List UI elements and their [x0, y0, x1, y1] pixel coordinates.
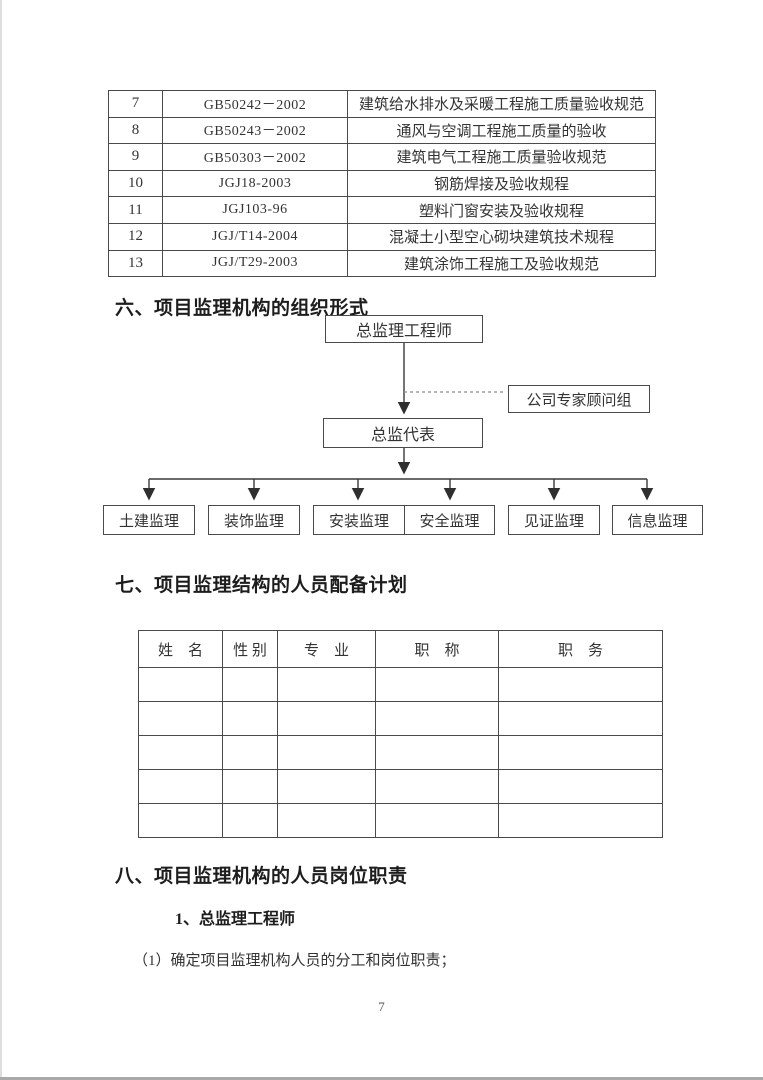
row-number: 10 — [108, 169, 163, 198]
standard-name: 建筑电气工程施工质量验收规范 — [347, 143, 656, 171]
table-row — [138, 667, 663, 702]
empty-cell — [277, 667, 376, 702]
standard-code: JGJ18-2003 — [162, 169, 348, 198]
empty-cell — [375, 769, 499, 804]
standard-name: 塑料门窗安装及验收规程 — [347, 196, 656, 224]
table-row: 7 GB50242－2002 建筑给水排水及采暖工程施工质量验收规范 — [108, 90, 656, 118]
row-number: 11 — [108, 196, 163, 224]
subsection-heading-chief: 1、总监理工程师 — [175, 911, 296, 928]
row-number: 8 — [108, 116, 163, 145]
empty-cell — [138, 667, 223, 702]
section-heading-seven: 七、项目监理结构的人员配备计划 — [115, 575, 408, 596]
col-header-position: 职 务 — [498, 630, 663, 668]
col-header-title: 职 称 — [375, 630, 499, 668]
standard-name: 建筑给水排水及采暖工程施工质量验收规范 — [347, 90, 656, 118]
row-number: 7 — [108, 90, 163, 118]
empty-cell — [375, 667, 499, 702]
org-node-chief-engineer: 总监理工程师 — [325, 315, 483, 343]
empty-cell — [138, 803, 223, 838]
table-row: 12 JGJ/T14-2004 混凝土小型空心砌块建筑技术规程 — [108, 222, 656, 251]
standard-name: 通风与空调工程施工质量的验收 — [347, 116, 656, 145]
empty-cell — [277, 735, 376, 770]
empty-cell — [222, 735, 278, 770]
empty-cell — [138, 701, 223, 736]
staffing-table: 姓 名 性 别 专 业 职 称 职 务 — [138, 630, 663, 838]
row-number: 9 — [108, 143, 163, 171]
standard-code: JGJ103-96 — [162, 196, 348, 224]
table-row: 11 JGJ103-96 塑料门窗安装及验收规程 — [108, 196, 656, 224]
standard-code: JGJ/T14-2004 — [162, 222, 348, 251]
empty-cell — [138, 735, 223, 770]
empty-cell — [498, 735, 663, 770]
duty-item-1: （1）确定项目监理机构人员的分工和岗位职责； — [133, 953, 456, 969]
row-number: 13 — [108, 249, 163, 278]
empty-cell — [498, 667, 663, 702]
empty-cell — [375, 803, 499, 838]
empty-cell — [277, 803, 376, 838]
scan-edge-bottom — [0, 1077, 763, 1080]
org-chart-connectors — [142, 343, 654, 501]
org-node-deputy: 总监代表 — [323, 418, 483, 448]
page-number: 7 — [378, 999, 385, 1014]
table-row: 10 JGJ18-2003 钢筋焊接及验收规程 — [108, 169, 656, 198]
empty-cell — [222, 769, 278, 804]
org-node-dept-safety: 安全监理 — [404, 505, 495, 535]
empty-cell — [277, 701, 376, 736]
standard-code: GB50303－2002 — [162, 143, 348, 171]
table-row: 9 GB50303－2002 建筑电气工程施工质量验收规范 — [108, 143, 656, 171]
org-node-dept-installation: 安装监理 — [313, 505, 405, 535]
org-node-dept-decoration: 装饰监理 — [208, 505, 300, 535]
table-row — [138, 769, 663, 804]
empty-cell — [375, 735, 499, 770]
org-node-dept-civil: 土建监理 — [103, 505, 195, 535]
standard-code: GB50243－2002 — [162, 116, 348, 145]
standard-name: 建筑涂饰工程施工及验收规范 — [347, 249, 656, 278]
org-node-expert-advisors: 公司专家顾问组 — [508, 385, 650, 413]
empty-cell — [222, 667, 278, 702]
section-heading-six: 六、项目监理机构的组织形式 — [115, 298, 369, 319]
empty-cell — [222, 803, 278, 838]
empty-cell — [138, 769, 223, 804]
standard-name: 钢筋焊接及验收规程 — [347, 169, 656, 198]
col-header-gender: 性 别 — [222, 630, 278, 668]
table-row — [138, 735, 663, 770]
empty-cell — [498, 769, 663, 804]
scan-edge-left — [0, 0, 2, 1080]
empty-cell — [498, 701, 663, 736]
table-row — [138, 803, 663, 838]
col-header-name: 姓 名 — [138, 630, 223, 668]
standard-code: GB50242－2002 — [162, 90, 348, 118]
section-heading-eight: 八、项目监理机构的人员岗位职责 — [115, 866, 408, 887]
col-header-specialty: 专 业 — [277, 630, 376, 668]
standards-table: 7 GB50242－2002 建筑给水排水及采暖工程施工质量验收规范 8 GB5… — [108, 90, 656, 278]
table-row — [138, 701, 663, 736]
table-row: 13 JGJ/T29-2003 建筑涂饰工程施工及验收规范 — [108, 249, 656, 278]
table-header-row: 姓 名 性 别 专 业 职 称 职 务 — [138, 630, 663, 668]
empty-cell — [277, 769, 376, 804]
standard-code: JGJ/T29-2003 — [162, 249, 348, 278]
empty-cell — [222, 701, 278, 736]
org-node-dept-information: 信息监理 — [612, 505, 703, 535]
empty-cell — [498, 803, 663, 838]
standard-name: 混凝土小型空心砌块建筑技术规程 — [347, 222, 656, 251]
org-node-dept-witness: 见证监理 — [508, 505, 600, 535]
table-row: 8 GB50243－2002 通风与空调工程施工质量的验收 — [108, 116, 656, 145]
row-number: 12 — [108, 222, 163, 251]
empty-cell — [375, 701, 499, 736]
